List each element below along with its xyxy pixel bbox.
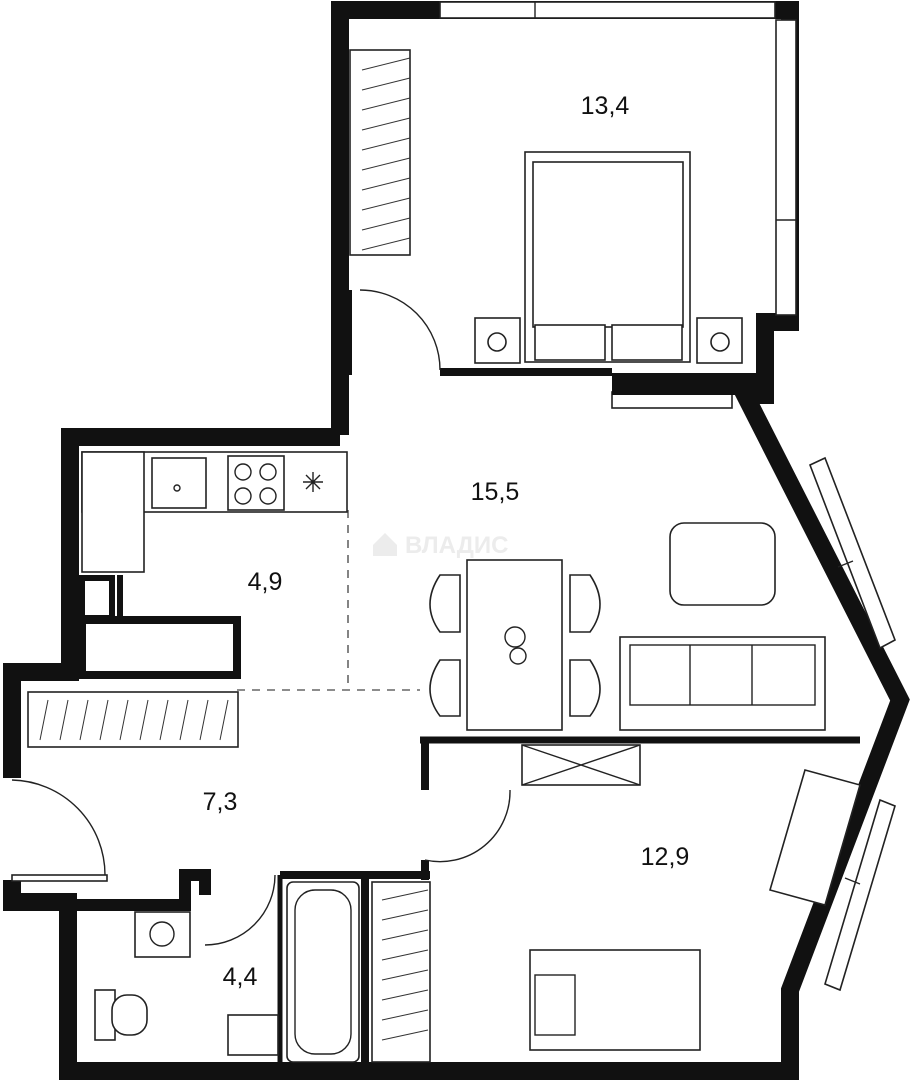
area-label-kitchen: 4,9	[248, 568, 283, 596]
dining-table	[429, 559, 601, 731]
watermark-logo: ВЛАДИС	[373, 532, 508, 559]
doors	[11, 289, 511, 946]
area-label-bedroom-2: 12,9	[641, 843, 690, 871]
area-label-living-room: 15,5	[471, 478, 520, 506]
wardrobes	[27, 49, 431, 1063]
bedroom-2-furniture	[521, 744, 861, 1051]
outer-walls-left	[3, 428, 340, 778]
area-label-hallway: 7,3	[203, 788, 238, 816]
sofa	[619, 522, 826, 731]
windows	[439, 1, 897, 992]
watermark-text: ВЛАДИС	[405, 532, 508, 559]
area-label-bedroom-1: 13,4	[581, 92, 630, 120]
bed-double	[474, 151, 743, 364]
zone-dividers	[237, 510, 420, 691]
interior-walls	[68, 290, 860, 1071]
bathroom-fixtures	[94, 881, 360, 1063]
area-label-bathroom: 4,4	[223, 963, 258, 991]
kitchen-unit	[81, 451, 348, 573]
